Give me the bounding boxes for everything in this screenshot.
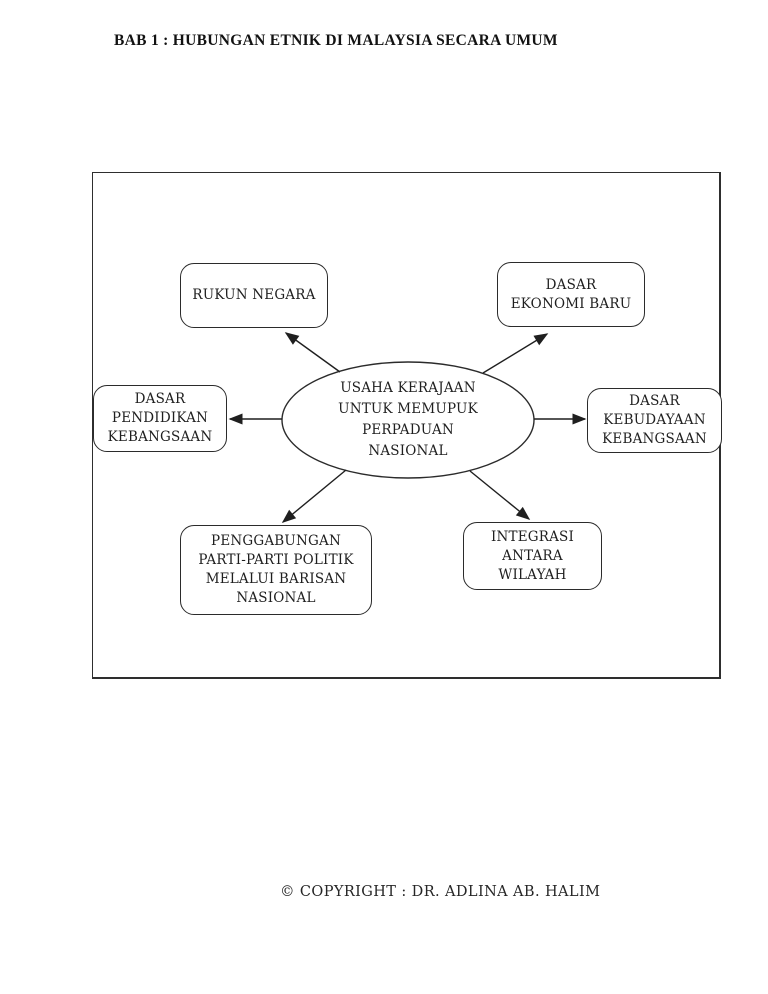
center-ellipse <box>281 361 535 479</box>
arrow-to-dasar-ekonomi-baru <box>482 333 549 374</box>
node-dasar-ekonomi-baru: DASAR EKONOMI BARU <box>497 262 645 327</box>
arrow-to-integrasi <box>469 470 531 520</box>
page-title: BAB 1 : HUBUNGAN ETNIK DI MALAYSIA SECAR… <box>114 32 558 49</box>
node-penggabungan-parti: PENGGABUNGAN PARTI-PARTI POLITIK MELALUI… <box>180 525 372 615</box>
node-dasar-pendidikan-kebangsaan: DASAR PENDIDIKAN KEBANGSAAN <box>93 385 227 452</box>
node-integrasi-antara-wilayah: INTEGRASI ANTARA WILAYAH <box>463 522 602 590</box>
copyright-footer: © COPYRIGHT : DR. ADLINA AB. HALIM <box>280 884 601 900</box>
diagram-frame: USAHA KERAJAAN UNTUK MEMUPUK PERPADUAN N… <box>92 172 722 679</box>
arrow-to-rukun-negara <box>284 332 341 373</box>
arrow-to-penggabungan-parti <box>281 469 347 523</box>
node-dasar-kebudayaan-kebangsaan: DASAR KEBUDAYAAN KEBANGSAAN <box>587 388 722 453</box>
node-rukun-negara: RUKUN NEGARA <box>180 263 328 328</box>
connector-arrows-layer <box>228 332 587 523</box>
center-node-label: USAHA KERAJAAN UNTUK MEMUPUK PERPADUAN N… <box>338 380 478 459</box>
